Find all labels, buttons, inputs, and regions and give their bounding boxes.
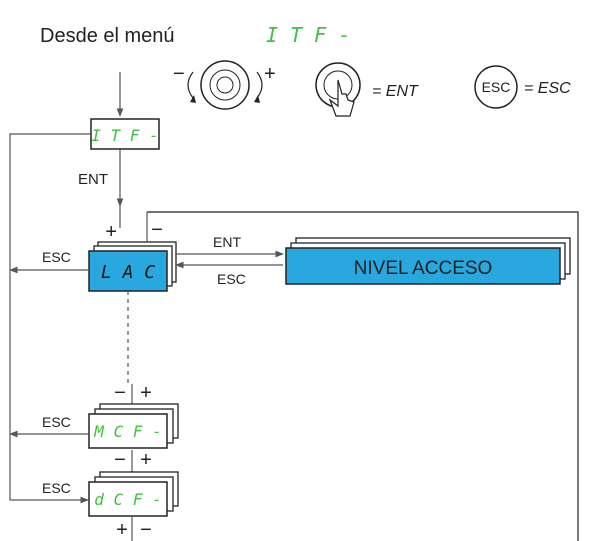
dcf-block[interactable]: [88, 471, 179, 517]
esc-button-icon: [474, 65, 518, 109]
rotary-knob-icon: [187, 60, 263, 110]
header-text: Desde el menú: [40, 25, 175, 47]
right-ent-label: ENT: [213, 234, 241, 250]
esc-button-label: ESC: [482, 79, 511, 95]
header-menu-code: I T F -: [266, 23, 350, 47]
dcf-minus: −: [114, 449, 126, 471]
itf-ent-label: ENT: [78, 171, 108, 188]
dcf-plus-bottom: +: [116, 519, 128, 541]
dcf-esc-label: ESC: [42, 480, 71, 496]
itf-block[interactable]: [90, 118, 160, 150]
lac-block[interactable]: [88, 241, 177, 292]
mcf-block[interactable]: [88, 403, 179, 449]
dcf-minus-bottom: −: [140, 519, 152, 541]
nivel-acceso-label: NIVEL ACCESO: [354, 258, 493, 279]
nivel-acceso-block[interactable]: [285, 237, 571, 285]
mcf-plus: +: [140, 382, 152, 404]
itf-code: I T F -: [91, 126, 158, 145]
knob-plus: +: [264, 63, 276, 85]
lac-code: L A C: [101, 262, 155, 283]
mcf-code: M C F -: [93, 422, 161, 441]
lac-minus: −: [151, 219, 163, 241]
press-knob-icon: [315, 62, 361, 117]
esc-legend: = ESC: [524, 80, 571, 97]
right-esc-label: ESC: [217, 271, 246, 287]
mcf-minus: −: [114, 382, 126, 404]
dcf-code: d C F -: [94, 490, 161, 509]
knob-minus: −: [173, 63, 185, 85]
mcf-esc-label: ESC: [42, 414, 71, 430]
ent-legend: = ENT: [372, 83, 419, 100]
lac-plus: +: [105, 221, 117, 243]
lac-esc-label: ESC: [42, 249, 71, 265]
dcf-plus: +: [140, 449, 152, 471]
